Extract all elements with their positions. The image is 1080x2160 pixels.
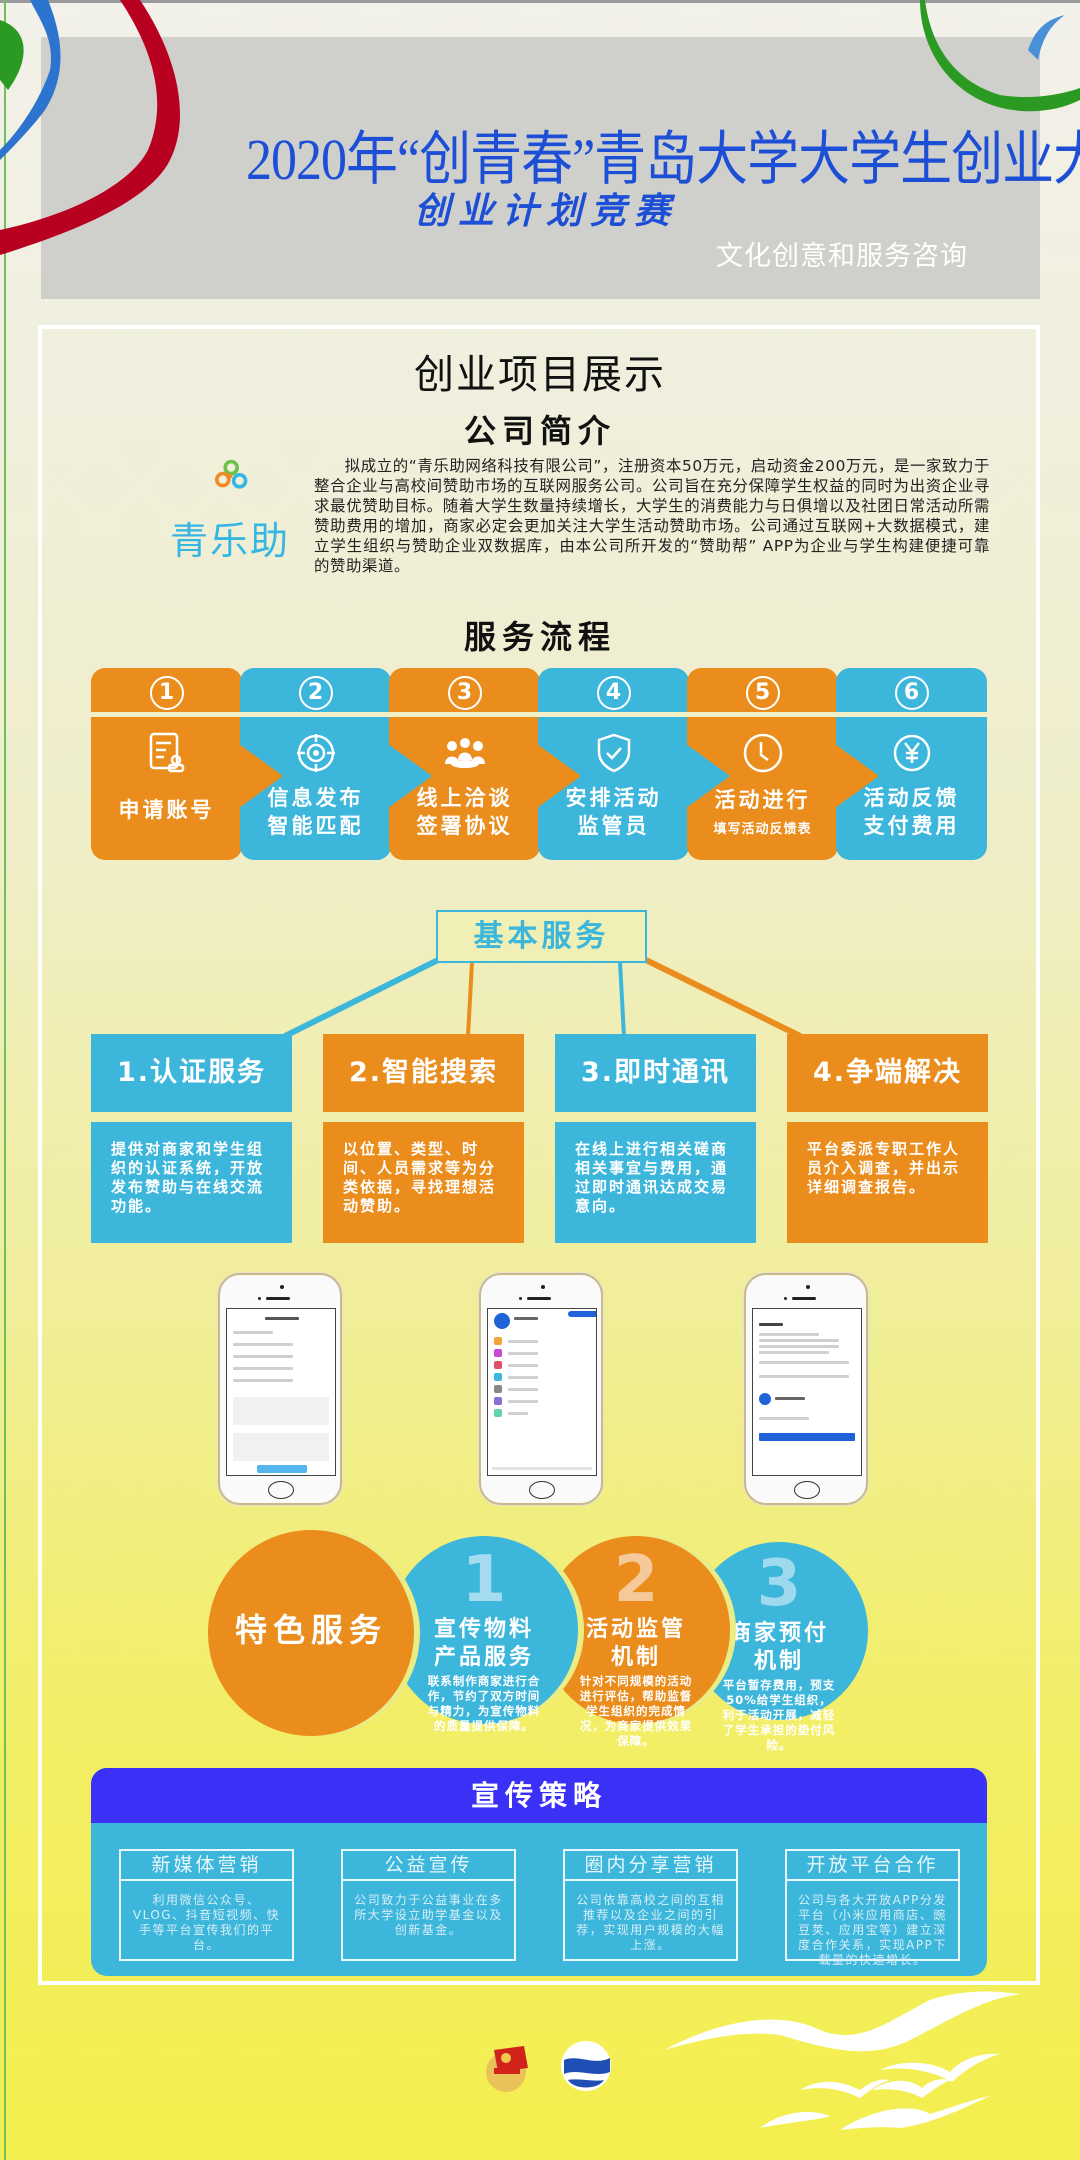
step-label: 活动进行: [714, 788, 811, 812]
phone-mockup-detail: [744, 1273, 868, 1505]
company-description: 拟成立的“青乐助网络科技有限公司”，注册资本50万元，启动资金200万元，是一家…: [314, 457, 990, 575]
chevron-right-icon: [239, 744, 283, 808]
app-screenshot: [226, 1308, 336, 1476]
application-form-icon: [149, 732, 184, 773]
qingdao-university-emblem-icon: [561, 2041, 611, 2091]
clock-icon: [743, 733, 782, 773]
shield-check-icon: [597, 733, 630, 773]
target-match-icon: [296, 734, 335, 772]
promo-card-1: 新媒体营销 利用微信公众号、VLOG、抖音短视频、快手等平台宣传我们的平台。: [119, 1849, 294, 1961]
youth-league-emblem-icon: [486, 2046, 528, 2092]
header-banner: [41, 37, 1040, 299]
chevron-right-icon: [388, 744, 432, 808]
phone-mockup-form: [218, 1273, 342, 1505]
chevron-right-icon: [686, 744, 730, 808]
phone-mockup-profile: [479, 1273, 603, 1505]
circle-title: 活动监管机制: [585, 1617, 686, 1670]
featured-services-circle: 特色服务: [208, 1530, 414, 1736]
basic-service-title-3: 3.即时通讯: [555, 1034, 756, 1112]
step-label: 申请账号: [118, 798, 215, 822]
step-sublabel: 填写活动反馈表: [713, 822, 812, 837]
step-number: 1: [149, 676, 184, 710]
app-screenshot: [752, 1308, 862, 1476]
circle-description: 平台暂存费用，预支50%给学生组织，利于活动开展，减轻了学生承担的垫付风险。: [722, 1678, 836, 1752]
circle-title: 商家预付机制: [728, 1621, 829, 1674]
basic-service-desc-4: 平台委派专职工作人员介入调查，并出示详细调查报告。: [787, 1122, 988, 1243]
circle-number: 2: [613, 1543, 659, 1617]
basic-services-heading: 基本服务: [436, 910, 647, 963]
competition-title: 2020年“创青春”青岛大学大学生创业大赛: [246, 128, 1080, 193]
left-border: [4, 0, 6, 2160]
qinglezhu-logo-icon: [215, 459, 248, 489]
app-screenshot: [487, 1308, 597, 1476]
chevron-right-icon: [835, 744, 879, 808]
step-label: 线上洽谈签署协议: [416, 786, 513, 838]
red-blue-swoosh-decoration: [0, 0, 180, 255]
promotion-heading: 宣传策略: [91, 1768, 987, 1823]
seagulls-decoration: [664, 1991, 1020, 2130]
circle-number: 3: [756, 1547, 802, 1621]
page-title: 创业项目展示: [414, 352, 666, 398]
step-number: 5: [745, 676, 780, 710]
basic-services-connectors: [283, 957, 802, 1039]
promo-card-4: 开放平台合作 公司与各大开放APP分发平台（小米应用商店、豌豆荚、应用宝等）建立…: [785, 1849, 960, 1967]
circle-description: 针对不同规模的活动进行评估，帮助监督学生组织的完成情况，为商家提供效果保障。: [579, 1674, 693, 1748]
basic-service-title-1: 1.认证服务: [91, 1034, 292, 1112]
meeting-people-icon: [444, 738, 485, 768]
category-label: 文化创意和服务咨询: [716, 241, 968, 272]
green-blue-swoosh-decoration: [920, 0, 1080, 112]
step-label: 活动反馈支付费用: [863, 786, 960, 838]
basic-service-title-2: 2.智能搜索: [323, 1034, 524, 1112]
step-number: 4: [596, 676, 631, 710]
basic-service-title-4: 4.争端解决: [787, 1034, 988, 1112]
company-intro-heading: 公司简介: [463, 412, 616, 450]
competition-subtitle: 创业计划竞赛: [414, 190, 679, 232]
circle-description: 联系制作商家进行合作，节约了双方时间与精力，为宣传物料的质量提供保障。: [427, 1674, 541, 1733]
step-number: 6: [894, 676, 929, 710]
step-number: 3: [447, 676, 482, 710]
step-label: 安排活动监管员: [565, 786, 662, 838]
featured-circle-1: 1 宣传物料产品服务 联系制作商家进行合作，节约了双方时间与精力，为宣传物料的质…: [390, 1536, 578, 1733]
step-label: 信息发布智能匹配: [267, 786, 364, 838]
content-frame: [38, 325, 1040, 1985]
service-flow: 1 申请账号 2 信息发布智能匹配 3 线上洽谈签署协议 4 安排活动监管员 5…: [91, 668, 987, 860]
service-flow-heading: 服务流程: [463, 618, 616, 656]
chevron-right-icon: [537, 744, 581, 808]
promo-card-3: 圈内分享营销 公司依靠高校之间的互相推荐以及企业之间的引荐，实现用户规模的大幅上…: [563, 1849, 738, 1961]
yen-payment-icon: [893, 734, 930, 772]
step-number: 2: [298, 676, 333, 710]
basic-service-desc-3: 在线上进行相关磋商相关事宜与费用，通过即时通讯达成交易意向。: [555, 1122, 756, 1243]
logo-wordmark: 青乐助: [169, 519, 290, 563]
circle-title: 宣传物料产品服务: [433, 1617, 534, 1670]
featured-services-heading: 特色服务: [234, 1611, 387, 1649]
basic-service-desc-2: 以位置、类型、时间、人员需求等为分类依据，寻找理想活动赞助。: [323, 1122, 524, 1243]
flow-divider: [91, 712, 987, 717]
promo-card-2: 公益宣传 公司致力于公益事业在多所大学设立助学基金以及创新基金。: [341, 1849, 516, 1961]
promotion-strategy-panel: 宣传策略 新媒体营销 利用微信公众号、VLOG、抖音短视频、快手等平台宣传我们的…: [91, 1768, 987, 1976]
circle-number: 1: [461, 1543, 507, 1617]
flow-step-1: 1 申请账号: [91, 668, 242, 860]
basic-service-desc-1: 提供对商家和学生组织的认证系统，开放发布赞助与在线交流功能。: [91, 1122, 292, 1243]
top-border: [0, 0, 1080, 3]
